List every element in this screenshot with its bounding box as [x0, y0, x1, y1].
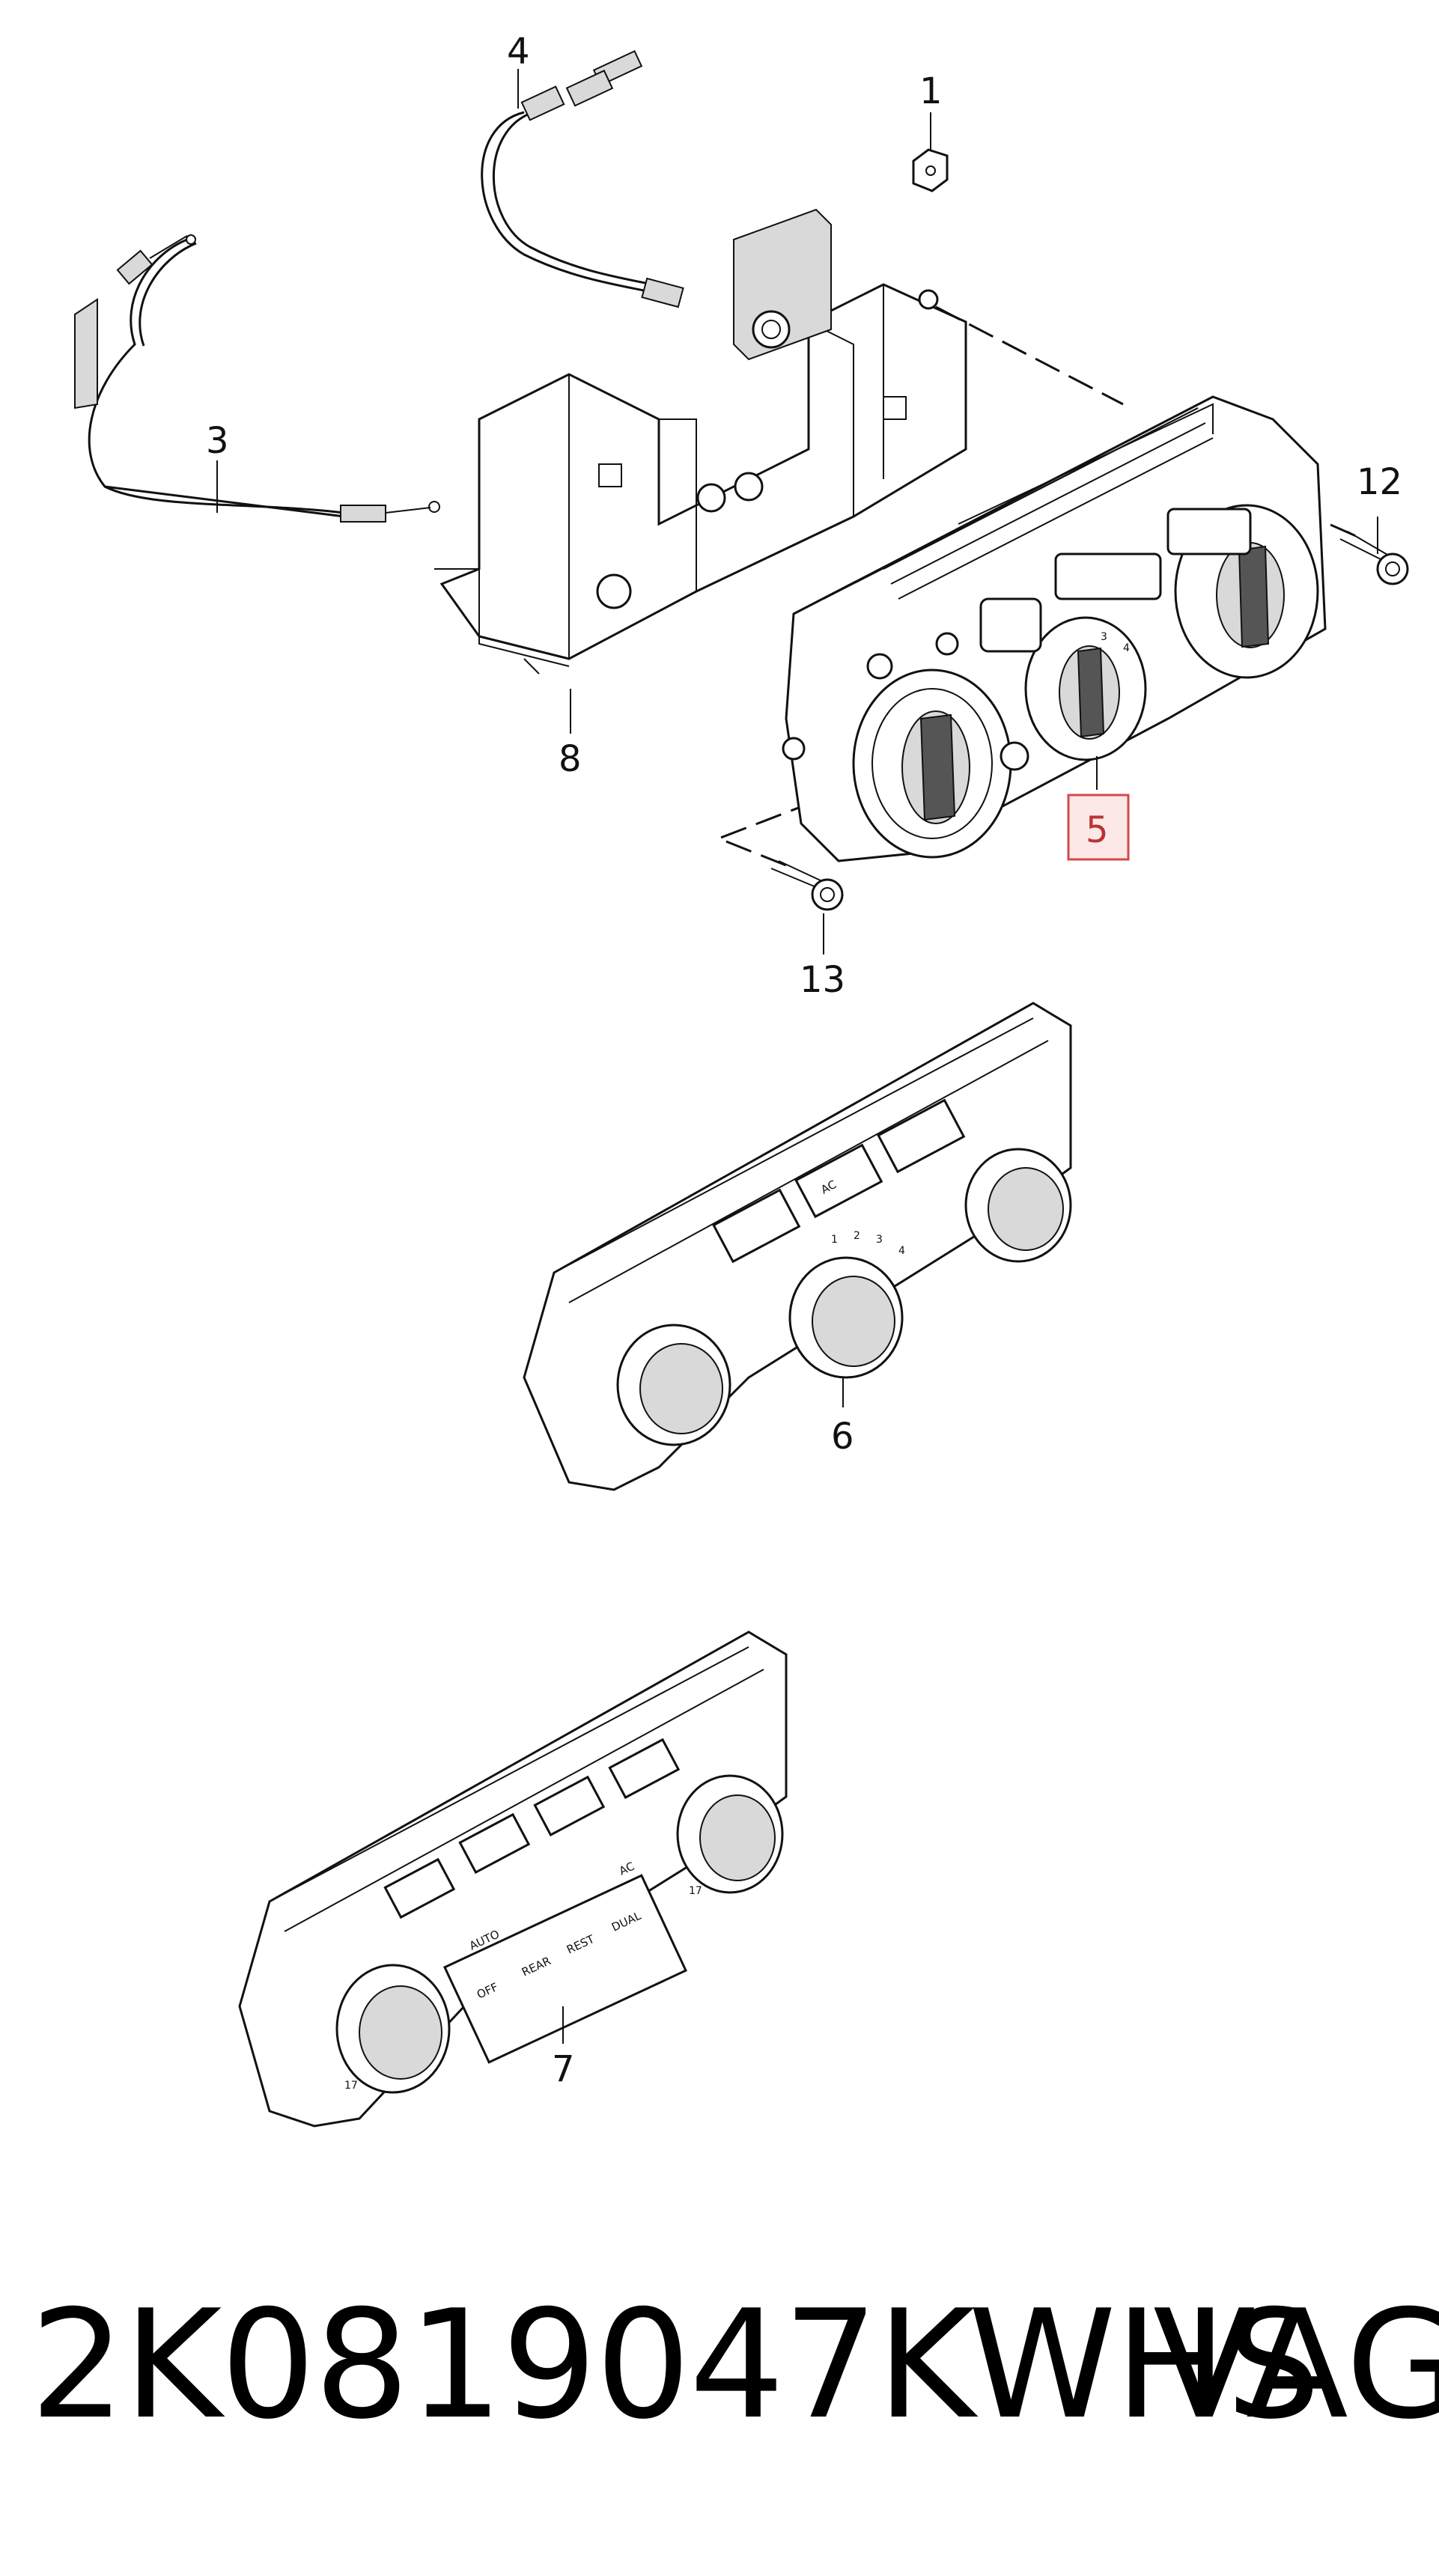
part-5-highlight-box	[1067, 794, 1130, 861]
fan-mark: 4	[1123, 642, 1130, 654]
callout-12: 12	[1357, 461, 1402, 503]
part-4-cable	[481, 50, 684, 308]
knob-left	[616, 1324, 731, 1446]
fan-mark: 2	[854, 1230, 860, 1242]
knob-middle: 3 4	[1024, 616, 1147, 761]
knob-middle: 1 2 3 4	[788, 1230, 905, 1379]
temp-left: 17	[344, 2080, 358, 2092]
knob-left: 17	[335, 1964, 451, 2094]
part-number: 2K0819047KWHS	[30, 2278, 1321, 2452]
callout-5: 5	[1086, 809, 1109, 851]
callout-7: 7	[552, 2048, 575, 2090]
brand-name: VAG	[1153, 2278, 1439, 2452]
callout-4: 4	[507, 31, 530, 73]
part-1-clip	[912, 148, 949, 192]
part-7-control-panel: AUTO OFF REAR REST DUAL AC 17 17	[238, 1630, 788, 2128]
knob-right: 17	[676, 1774, 784, 1897]
part-8-mounting-bracket	[434, 208, 967, 675]
callouts: 1 3 4 5 6 7 8 12 13	[206, 31, 1402, 2090]
callout-1: 1	[919, 70, 943, 112]
part-12-screw	[1339, 531, 1409, 585]
part-3-bowden-cable	[74, 234, 440, 523]
callout-8: 8	[559, 738, 582, 780]
temp-right: 17	[689, 1885, 702, 1897]
leader-lines	[216, 69, 1378, 2044]
fan-mark: 3	[876, 1234, 883, 1246]
callout-6: 6	[831, 1416, 854, 1458]
callout-3: 3	[206, 420, 229, 462]
knob-right	[964, 1148, 1072, 1263]
knob-left	[852, 669, 1012, 859]
part-6-control-panel: AC 1 2 3 4	[523, 1002, 1072, 1491]
callout-13: 13	[800, 959, 845, 1001]
part-13-screw	[770, 860, 844, 911]
fan-mark: 4	[898, 1245, 905, 1257]
part-5-control-panel: 3 4	[782, 395, 1327, 862]
fan-mark: 1	[831, 1234, 838, 1246]
vent-slats	[883, 407, 1214, 600]
panel6-buttons: AC	[712, 1098, 966, 1264]
fan-mark: 3	[1101, 631, 1107, 643]
